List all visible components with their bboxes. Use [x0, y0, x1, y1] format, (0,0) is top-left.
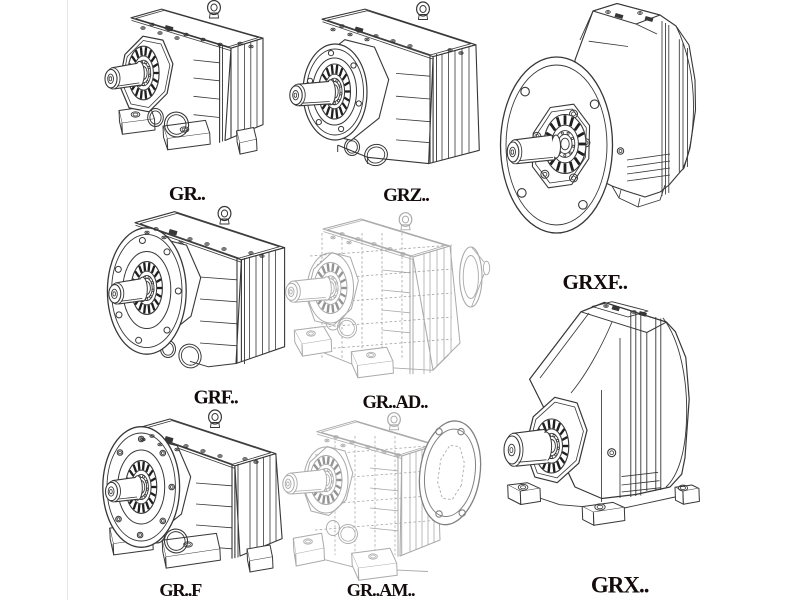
svg-text:GR..AD..: GR..AD.. — [363, 393, 428, 413]
svg-text:GRX..: GRX.. — [591, 573, 649, 598]
svg-text:GRXF..: GRXF.. — [562, 270, 627, 294]
svg-text:GR..AM..: GR..AM.. — [347, 580, 415, 600]
svg-text:GR..: GR.. — [169, 183, 206, 205]
svg-text:GR..F: GR..F — [159, 580, 202, 600]
svg-text:GRZ..: GRZ.. — [383, 185, 429, 206]
svg-text:GRF..: GRF.. — [194, 387, 239, 408]
